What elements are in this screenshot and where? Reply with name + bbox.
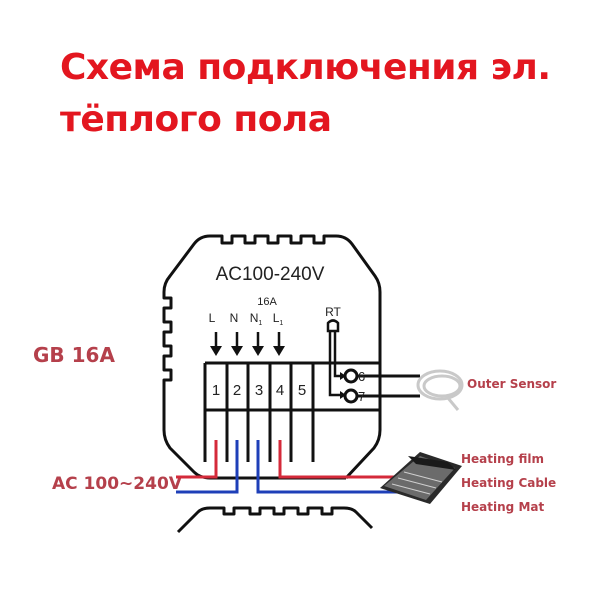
heating-film-icon [380, 452, 462, 504]
terminal-label-n1: N1 [250, 311, 263, 327]
gb-rating-label: GB 16A [33, 343, 115, 367]
terminal-6: 6 [358, 369, 365, 384]
outer-sensor-cable-icon [416, 369, 464, 411]
outer-sensor-label: Outer Sensor [467, 377, 557, 391]
terminal-label-n: N [230, 311, 239, 325]
current-rating: 16A [257, 296, 277, 308]
rt-sensor-icon [326, 319, 343, 397]
neutral-wires [176, 440, 400, 494]
thermostat-body-outline [162, 234, 382, 534]
terminal-2: 2 [233, 382, 241, 399]
live-wires [176, 440, 400, 479]
page-title: Схема подключения эл. тёплого пола [60, 42, 551, 146]
supply-voltage-label: AC 100~240V [52, 474, 182, 494]
terminal-label-l: L [209, 311, 216, 325]
terminal-label-l1: L1 [273, 311, 284, 327]
input-arrows [210, 332, 285, 356]
load-label-mat: Heating Mat [461, 500, 545, 514]
terminal-7: 7 [358, 389, 365, 404]
sensor-terminals [343, 368, 420, 404]
load-label-cable: Heating Cable [461, 476, 557, 490]
terminal-5: 5 [298, 382, 306, 399]
terminal-4: 4 [276, 382, 284, 399]
terminal-3: 3 [255, 382, 263, 399]
title-line-1: Схема подключения эл. [60, 47, 551, 88]
voltage-header: AC100-240V [216, 264, 325, 285]
load-label-film: Heating film [461, 452, 544, 466]
terminal-1: 1 [212, 382, 220, 399]
terminal-block [203, 361, 380, 462]
sensor-label-rt: RT [325, 305, 341, 319]
title-line-2: тёплого пола [60, 99, 332, 140]
